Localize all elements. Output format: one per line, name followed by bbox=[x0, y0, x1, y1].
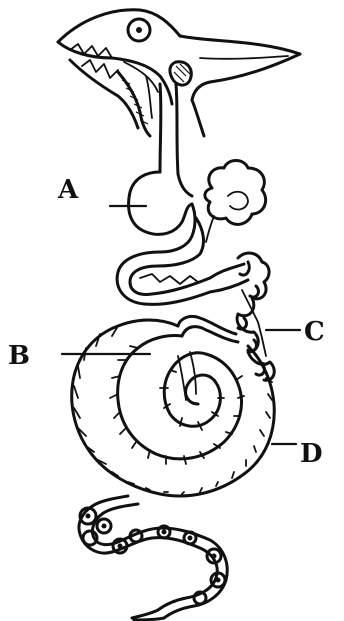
intestine-spiral bbox=[72, 316, 275, 496]
label-a: A bbox=[57, 175, 79, 205]
label-c: C bbox=[304, 317, 325, 347]
esophagus bbox=[160, 84, 178, 174]
pancreas bbox=[237, 253, 274, 380]
head bbox=[58, 10, 300, 136]
stomach bbox=[129, 172, 192, 234]
label-d: D bbox=[300, 439, 323, 469]
label-b: B bbox=[8, 341, 30, 371]
colon bbox=[79, 496, 227, 620]
liver bbox=[205, 161, 266, 243]
